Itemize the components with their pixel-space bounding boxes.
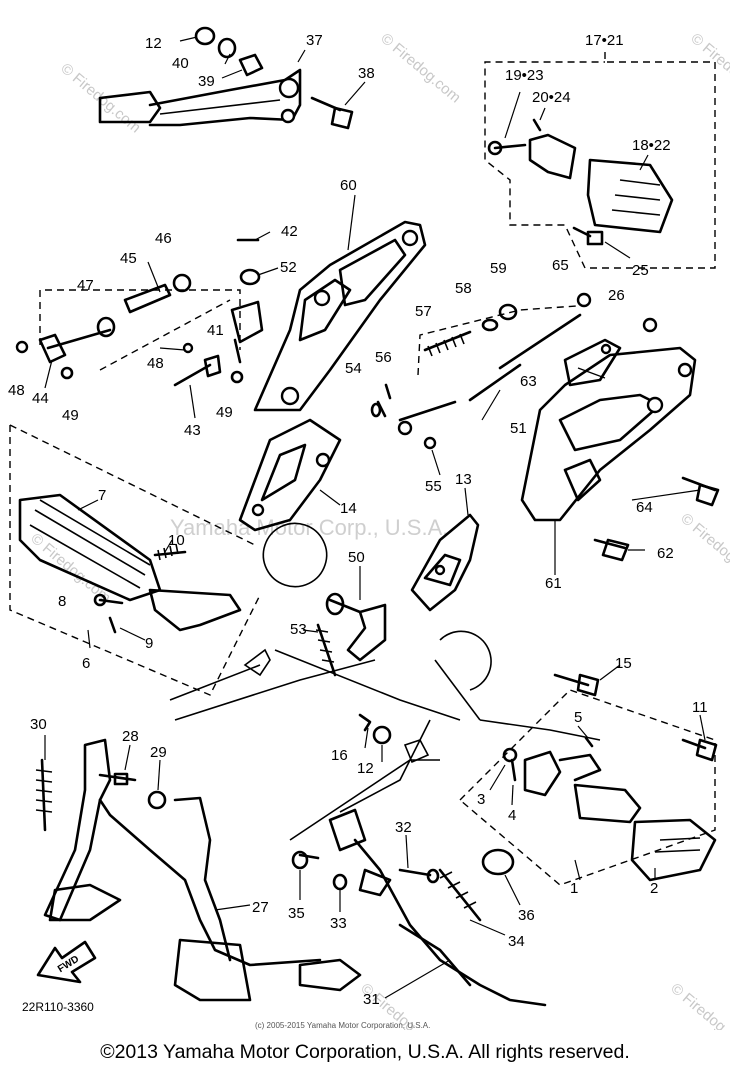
callout-28: 28 xyxy=(122,728,139,745)
callout-26: 26 xyxy=(608,287,625,304)
parts-diagram: © Firedog.com © Firedog.com © Firedog.co… xyxy=(8,26,730,1030)
callout-3: 3 xyxy=(477,791,485,808)
callout-63: 63 xyxy=(520,373,537,390)
callout-44: 44 xyxy=(32,390,49,407)
callout-10: 10 xyxy=(168,532,185,549)
callout-25: 25 xyxy=(632,262,649,279)
diagram-code: 22R110-3360 xyxy=(22,1000,94,1014)
callout-15: 15 xyxy=(615,655,632,672)
callout-35: 35 xyxy=(288,905,305,922)
callout-29: 29 xyxy=(150,744,167,761)
callout-31: 31 xyxy=(363,991,380,1008)
callout-60: 60 xyxy=(340,177,357,194)
bracket-61-group xyxy=(520,346,720,575)
callout-58: 58 xyxy=(455,280,472,297)
callout-41: 41 xyxy=(207,322,224,339)
callout-6: 6 xyxy=(82,655,90,672)
small-parts-group xyxy=(358,713,392,762)
callout-47: 47 xyxy=(77,277,94,294)
shaft-50-group xyxy=(302,566,387,677)
footrest-kit-17-group xyxy=(484,52,716,269)
callout-18-22: 18•22 xyxy=(632,137,671,154)
callout-7: 7 xyxy=(98,487,106,504)
callout-49: 49 xyxy=(62,407,79,424)
callout-2: 2 xyxy=(650,880,658,897)
callout-38: 38 xyxy=(358,65,375,82)
callout-48: 48 xyxy=(8,382,25,399)
callout-55: 55 xyxy=(425,478,442,495)
callout-12: 12 xyxy=(145,35,162,52)
callout-20-24: 20•24 xyxy=(532,89,571,106)
frame-sketch-group xyxy=(169,522,601,841)
callout-17-21: 17•21 xyxy=(585,32,624,49)
rod-spring-group xyxy=(370,292,658,476)
callout-8: 8 xyxy=(58,593,66,610)
callout-52: 52 xyxy=(280,259,297,276)
watermark-text: © Firedog.com xyxy=(377,30,463,106)
callout-5: 5 xyxy=(574,709,582,726)
callout-43: 43 xyxy=(184,422,201,439)
watermark-text: © Firedog.com xyxy=(677,510,730,586)
linkage-group xyxy=(15,231,279,419)
callout-57: 57 xyxy=(415,303,432,320)
callout-40: 40 xyxy=(172,55,189,72)
callout-49: 49 xyxy=(216,404,233,421)
callout-48: 48 xyxy=(147,355,164,372)
callout-50: 50 xyxy=(348,549,365,566)
callout-layer: 12 40 39 37 38 17•21 19•23 20•24 18•22 2… xyxy=(8,32,708,1008)
callout-65: 65 xyxy=(552,257,569,274)
callout-13: 13 xyxy=(455,471,472,488)
callout-34: 34 xyxy=(508,933,525,950)
watermark-text: © Firedog.com xyxy=(687,30,730,106)
callout-62: 62 xyxy=(657,545,674,562)
copyright-notice: ©2013 Yamaha Motor Corporation, U.S.A. A… xyxy=(100,1041,630,1063)
right-footrest-group xyxy=(458,664,718,886)
callout-1: 1 xyxy=(570,880,578,897)
callout-39: 39 xyxy=(198,73,215,90)
callout-53: 53 xyxy=(290,621,307,638)
left-footrest-group xyxy=(9,418,342,696)
main-stand-group xyxy=(35,735,362,1002)
side-stand-group xyxy=(291,808,547,1007)
bracket-13-group xyxy=(410,487,480,612)
callout-46: 46 xyxy=(155,230,172,247)
pedal-37-group xyxy=(98,26,366,130)
callout-19-23: 19•23 xyxy=(505,67,544,84)
watermark-text: © Firedog.com xyxy=(667,980,730,1030)
small-copyright: (c) 2005-2015 Yamaha Motor Corporation, … xyxy=(255,1021,431,1030)
forward-arrow-icon: FWD xyxy=(36,940,97,984)
callout-14: 14 xyxy=(340,500,357,517)
bracket-60-group xyxy=(253,194,427,412)
callout-45: 45 xyxy=(120,250,137,267)
callout-61: 61 xyxy=(545,575,562,592)
callout-37: 37 xyxy=(306,32,323,49)
callout-51: 51 xyxy=(510,420,527,437)
callout-33: 33 xyxy=(330,915,347,932)
callout-9: 9 xyxy=(145,635,153,652)
callout-54: 54 xyxy=(345,360,362,377)
callout-42: 42 xyxy=(281,223,298,240)
callout-4: 4 xyxy=(508,807,516,824)
callout-11: 11 xyxy=(692,699,708,716)
callout-27: 27 xyxy=(252,899,269,916)
callout-30: 30 xyxy=(30,716,47,733)
callout-36: 36 xyxy=(518,907,535,924)
callout-32: 32 xyxy=(395,819,412,836)
callout-56: 56 xyxy=(375,349,392,366)
callout-64: 64 xyxy=(636,499,653,516)
callout-12b: 12 xyxy=(357,760,374,777)
callout-59: 59 xyxy=(490,260,507,277)
callout-16: 16 xyxy=(331,747,348,764)
